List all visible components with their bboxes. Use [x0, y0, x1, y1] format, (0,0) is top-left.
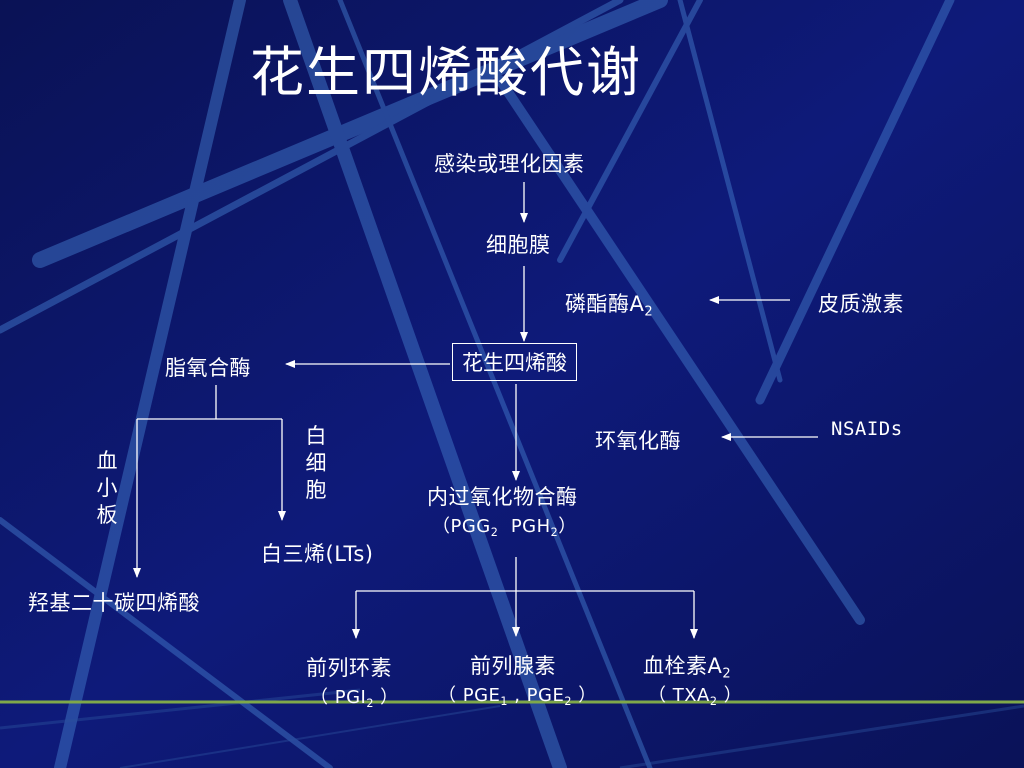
- node-nsaids: NSAIDs: [831, 418, 903, 440]
- node-endoperoxides: （PGG2 PGH2）: [432, 516, 577, 539]
- node-prostacyclin-abbrev: （ PGI2 ）: [310, 687, 399, 710]
- node-endoperoxide-synthase: 内过氧化物合酶: [427, 485, 578, 509]
- node-hete: 羟基二十碳四烯酸: [28, 591, 200, 615]
- node-prostacyclin: 前列环素: [306, 656, 392, 680]
- slide-title: 花生四烯酸代谢: [250, 41, 642, 104]
- node-trigger: 感染或理化因素: [434, 152, 585, 176]
- node-leukotrienes: 白三烯(LTs): [261, 542, 374, 566]
- node-thromboxane-abbrev: （ TXA2 ）: [648, 685, 743, 708]
- node-cell-membrane: 细胞膜: [486, 233, 551, 257]
- node-prostaglandins-abbrev: （ PGE1 , PGE2 ）: [438, 685, 597, 708]
- node-phospholipase-a2: 磷酯酶A2: [565, 292, 654, 320]
- node-prostaglandins: 前列腺素: [470, 654, 556, 678]
- node-thromboxane: 血栓素A2: [643, 654, 732, 682]
- label-leukocyte: 白细胞: [305, 424, 327, 502]
- node-cyclooxygenase: 环氧化酶: [595, 429, 681, 453]
- node-lipoxygenase: 脂氧合酶: [165, 356, 251, 380]
- node-corticosteroids: 皮质激素: [818, 292, 904, 316]
- label-platelet: 血小板: [96, 449, 118, 527]
- node-arachidonic-acid: 花生四烯酸: [452, 343, 577, 381]
